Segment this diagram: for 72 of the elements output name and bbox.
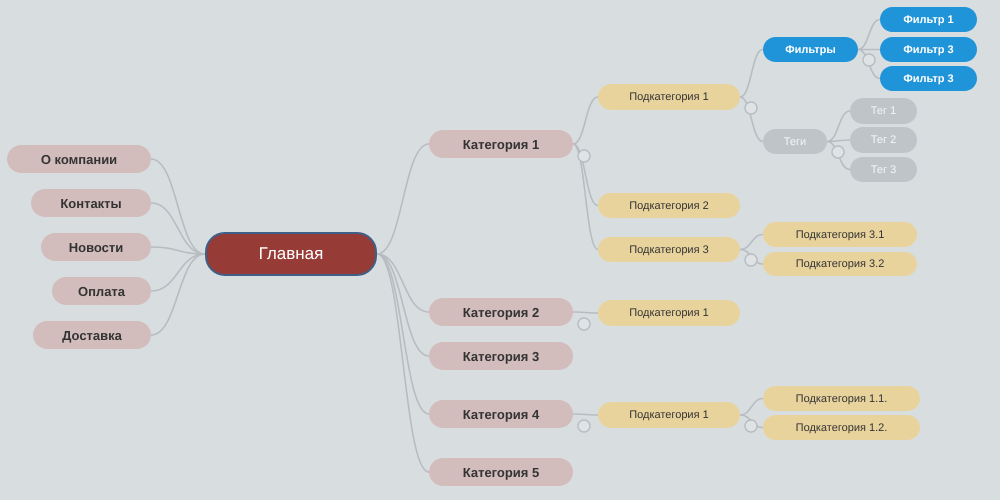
connector-line [826, 110, 850, 142]
connector-line [740, 398, 764, 416]
node-label: Подкатегория 2 [629, 200, 709, 212]
node-label: Контакты [60, 196, 122, 210]
node-label: Категория 3 [462, 348, 540, 364]
connector-line [572, 143, 598, 250]
subcategory-node [598, 402, 740, 428]
subcategory-node [598, 300, 740, 326]
node-label: Фильтр 1 [903, 14, 954, 26]
connector-line [376, 253, 430, 473]
page-node [7, 145, 151, 173]
connector-line [740, 234, 764, 250]
node-label: Фильтры [785, 44, 836, 56]
filter-node [880, 7, 977, 32]
node-label: Категория 4 [462, 406, 540, 422]
node-label: О компании [40, 152, 118, 166]
page-node [41, 233, 151, 261]
connector-line [740, 96, 764, 142]
connector-line [740, 248, 764, 265]
subcategory-node [598, 193, 740, 218]
connector-line [826, 140, 850, 170]
node-label: Фильтр 3 [903, 44, 954, 56]
connector-line [573, 413, 598, 416]
node-label: Подкатегория 1.2. [796, 422, 888, 434]
connector-line [740, 414, 764, 428]
connector-line [573, 311, 598, 314]
filter-node [880, 66, 977, 91]
connector-line [150, 253, 206, 336]
page-node [429, 342, 573, 370]
connector-line [376, 143, 430, 255]
node-label: Категория 1 [462, 136, 540, 152]
page-node [31, 189, 151, 217]
node-label: Категория 2 [462, 304, 540, 320]
node-label: Доставка [62, 328, 122, 342]
page-node [33, 321, 151, 349]
connector-line [572, 143, 598, 206]
node-label: Оплата [78, 284, 126, 298]
root-page-node [205, 232, 377, 276]
connector-line [858, 18, 880, 50]
node-label: Подкатегория 3 [629, 244, 709, 256]
connector-line [858, 48, 880, 50]
tag-node [850, 157, 917, 182]
page-node [429, 458, 573, 486]
subcategory-node [763, 386, 920, 411]
connector-line [858, 48, 880, 80]
node-label: Фильтр 3 [903, 72, 954, 84]
node-label: Подкатегория 1.1. [796, 392, 888, 404]
page-node [429, 400, 573, 428]
node-label: Подкатегория 3.2 [796, 258, 884, 270]
node-label: Подкатегория 3.1 [796, 228, 884, 240]
node-label: Главная [258, 244, 324, 264]
subcategory-node [763, 222, 917, 247]
subcategory-node [763, 252, 917, 276]
page-node [429, 130, 573, 158]
node-label: Подкатегория 1 [629, 91, 709, 103]
page-node [52, 277, 151, 305]
filter-node [763, 37, 858, 62]
node-label: Подкатегория 1 [629, 409, 709, 421]
connector-line [572, 96, 598, 145]
page-node [429, 298, 573, 326]
tag-node [763, 129, 827, 154]
filter-node [880, 37, 977, 62]
node-label: Категория 5 [462, 464, 540, 480]
node-label: Новости [68, 240, 124, 254]
connector-line [827, 139, 850, 142]
tag-node [850, 127, 917, 153]
node-label: Подкатегория 1 [629, 307, 709, 319]
tag-node [850, 98, 917, 124]
subcategory-node [598, 84, 740, 110]
subcategory-node [598, 237, 740, 262]
connector-line [740, 48, 764, 98]
subcategory-node [763, 415, 920, 440]
